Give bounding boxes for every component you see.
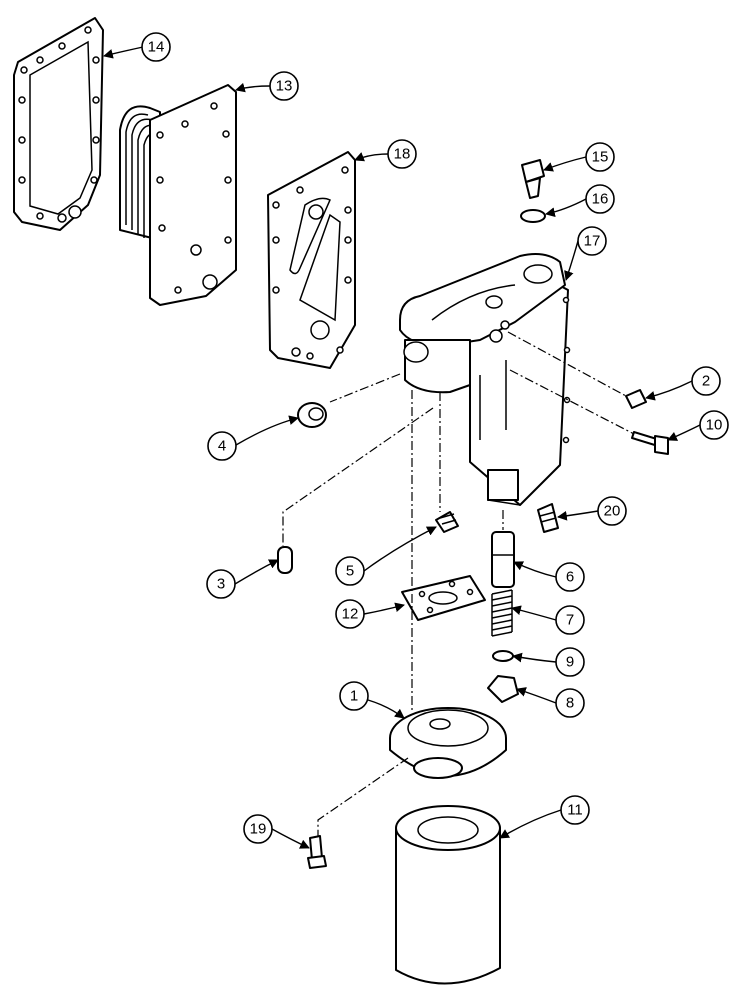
callout-7: 7 (555, 605, 585, 635)
svg-text:12: 12 (342, 606, 359, 623)
oil-cooler-part-13 (119, 84, 237, 306)
callout-20: 20 (597, 496, 627, 526)
callout-6: 6 (555, 562, 585, 592)
callout-12: 12 (335, 599, 365, 629)
spring-part-7 (491, 589, 513, 637)
plug-part-8 (487, 675, 519, 703)
svg-text:5: 5 (346, 563, 354, 580)
svg-text:4: 4 (218, 438, 226, 455)
svg-text:15: 15 (592, 149, 609, 166)
callout-2: 2 (691, 366, 721, 396)
plug-part-20 (537, 503, 559, 533)
svg-text:7: 7 (566, 612, 574, 629)
adapter-part-1 (389, 707, 507, 779)
svg-text:18: 18 (394, 146, 411, 163)
callout-4: 4 (207, 431, 237, 461)
gasket-part-14 (13, 17, 104, 231)
svg-text:14: 14 (148, 39, 165, 56)
oil-filter-part-11 (395, 805, 501, 985)
svg-text:19: 19 (250, 821, 267, 838)
alignment-lines (282, 331, 635, 836)
callout-16: 16 (585, 184, 615, 214)
callout-13: 13 (269, 71, 299, 101)
svg-text:6: 6 (566, 569, 574, 586)
svg-text:8: 8 (566, 695, 574, 712)
leader-lines (103, 46, 701, 849)
svg-text:16: 16 (592, 191, 609, 208)
callout-19: 19 (243, 814, 273, 844)
svg-text:2: 2 (702, 373, 710, 390)
plug-part-4 (297, 402, 327, 428)
valve-part-6 (491, 531, 515, 588)
o-ring-part-9 (492, 650, 514, 662)
callout-10: 10 (699, 410, 729, 440)
callout-11: 11 (560, 795, 590, 825)
callout-14: 14 (141, 32, 171, 62)
callout-18: 18 (387, 139, 417, 169)
o-ring-part-16 (520, 209, 546, 223)
svg-text:11: 11 (567, 802, 583, 819)
plate-part-12 (401, 575, 486, 621)
svg-text:20: 20 (604, 503, 621, 520)
callout-8: 8 (555, 688, 585, 718)
callout-1: 1 (339, 681, 369, 711)
svg-text:17: 17 (584, 233, 601, 250)
svg-text:10: 10 (706, 417, 723, 434)
gasket-part-18 (267, 151, 356, 369)
svg-text:1: 1 (350, 688, 358, 705)
bolt-part-10 (631, 431, 669, 455)
screw-part-19 (307, 835, 327, 869)
callout-3: 3 (206, 569, 236, 599)
plug-part-15 (521, 159, 545, 199)
plug-part-2 (625, 389, 647, 409)
svg-text:3: 3 (217, 576, 225, 593)
callout-9: 9 (555, 647, 585, 677)
pin-part-3 (277, 546, 293, 574)
fitting-part-5 (435, 511, 459, 533)
filter-head-part-17 (399, 253, 571, 506)
callout-5: 5 (335, 556, 365, 586)
callout-17: 17 (577, 226, 607, 256)
callout-15: 15 (585, 142, 615, 172)
svg-text:9: 9 (566, 654, 574, 671)
svg-text:13: 13 (276, 78, 293, 95)
